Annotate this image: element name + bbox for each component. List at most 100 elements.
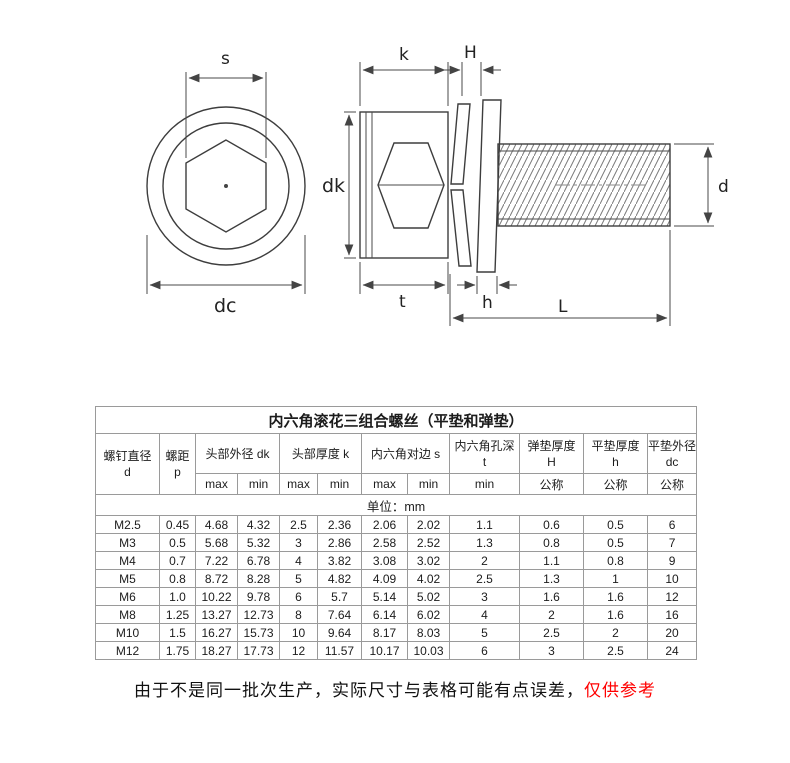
table-cell: 2.86 xyxy=(317,533,362,552)
table-cell: 15.73 xyxy=(237,623,280,642)
table-cell: 4.09 xyxy=(361,569,408,588)
table-cell: 2.36 xyxy=(317,515,362,534)
table-cell: 1.1 xyxy=(449,515,520,534)
dim-label-dk: dk xyxy=(322,175,345,197)
spec-table: 内六角滚花三组合螺丝（平垫和弹垫） 螺钉直径 d 螺距 p 头部外径 dk 头部… xyxy=(94,406,698,660)
table-cell: 11.57 xyxy=(317,641,362,660)
subheader-min: min xyxy=(237,473,280,495)
table-cell: 16.27 xyxy=(195,623,238,642)
footer-note: 由于不是同一批次生产，实际尺寸与表格可能有点误差，仅供参考 xyxy=(0,676,790,701)
table-cell: 10 xyxy=(279,623,318,642)
table-cell: 2.5 xyxy=(583,641,648,660)
table-cell: 2.52 xyxy=(407,533,450,552)
screw-head xyxy=(359,111,449,259)
table-cell: 9.64 xyxy=(317,623,362,642)
header-line: dc xyxy=(665,454,679,469)
table-cell: 2.5 xyxy=(449,569,520,588)
table-cell: 10 xyxy=(646,569,698,588)
table-cell: 16 xyxy=(646,605,698,624)
table-cell: 1.5 xyxy=(159,623,196,642)
table-cell: 5.14 xyxy=(361,587,408,606)
table-cell: 5.32 xyxy=(237,533,280,552)
table-cell: 3 xyxy=(279,533,318,552)
dim-label-h: h xyxy=(482,293,493,313)
table-cell: M3 xyxy=(95,533,160,552)
table-cell: 2.5 xyxy=(519,623,584,642)
table-cell: 5.02 xyxy=(407,587,450,606)
table-cell: 12 xyxy=(279,641,318,660)
table-cell: 5.68 xyxy=(195,533,238,552)
header-line: p xyxy=(174,465,181,479)
col-header-diameter: 螺钉直径 d xyxy=(95,433,160,495)
table-cell: 1.3 xyxy=(519,569,584,588)
table-cell: 10.17 xyxy=(361,641,408,660)
dim-label-s: s xyxy=(221,49,230,69)
table-cell: 1.6 xyxy=(583,605,648,624)
col-header-hex-depth: 内六角孔深 t xyxy=(449,433,520,474)
table-cell: 13.27 xyxy=(195,605,238,624)
table-cell: 4.82 xyxy=(317,569,362,588)
table-cell: 4.02 xyxy=(407,569,450,588)
table-cell: 0.8 xyxy=(159,569,196,588)
table-cell: 7 xyxy=(646,533,698,552)
table-cell: 3.82 xyxy=(317,551,362,570)
table-cell: 6.14 xyxy=(361,605,408,624)
header-line: 平垫外径 xyxy=(648,438,697,453)
table-cell: 24 xyxy=(646,641,698,660)
table-cell: 10.22 xyxy=(195,587,238,606)
table-cell: 3 xyxy=(519,641,584,660)
table-title: 内六角滚花三组合螺丝（平垫和弹垫） xyxy=(94,406,698,434)
table-cell: 8 xyxy=(279,605,318,624)
table-cell: 17.73 xyxy=(237,641,280,660)
table-cell: 8.72 xyxy=(195,569,238,588)
table-cell: 6 xyxy=(449,641,520,660)
table-cell: 6 xyxy=(646,515,698,534)
table-cell: 4.68 xyxy=(195,515,238,534)
table-cell: 1.3 xyxy=(449,533,520,552)
table-cell: 2 xyxy=(583,623,648,642)
table-cell: M6 xyxy=(95,587,160,606)
table-cell: M12 xyxy=(95,641,160,660)
col-header-flat-thickness: 平垫厚度 h xyxy=(583,433,648,474)
screw-technical-drawing: s dc xyxy=(146,43,729,326)
unit-label: 单位：mm xyxy=(94,494,698,516)
table-cell: 3 xyxy=(449,587,520,606)
subheader-max: max xyxy=(361,473,408,495)
table-cell: 7.64 xyxy=(317,605,362,624)
table-cell: 6 xyxy=(279,587,318,606)
table-cell: 8.28 xyxy=(237,569,280,588)
table-cell: 10.03 xyxy=(407,641,450,660)
subheader-min: min xyxy=(317,473,362,495)
header-line: 内六角孔深 xyxy=(454,438,515,453)
dim-label-d: d xyxy=(718,177,729,197)
table-cell: 0.5 xyxy=(583,515,648,534)
unit-row: 单位：mm xyxy=(94,494,698,516)
table-cell: M8 xyxy=(95,605,160,624)
subheader-nominal: 公称 xyxy=(583,473,648,495)
table-cell: 20 xyxy=(646,623,698,642)
table-cell: M10 xyxy=(95,623,160,642)
dim-label-L: L xyxy=(558,297,568,317)
header-line: 螺距 xyxy=(165,449,190,463)
table-cell: 1.25 xyxy=(159,605,196,624)
dim-label-H: H xyxy=(464,43,477,63)
table-cell: 5.7 xyxy=(317,587,362,606)
table-cell: 0.8 xyxy=(583,551,648,570)
table-cell: 2.5 xyxy=(279,515,318,534)
dim-label-k: k xyxy=(399,45,409,65)
subheader-max: max xyxy=(195,473,238,495)
table-cell: 4 xyxy=(279,551,318,570)
table-cell: 5 xyxy=(279,569,318,588)
table-header-row: 螺钉直径 d 螺距 p 头部外径 dk 头部厚度 k 内六角对边 s 内六角孔深… xyxy=(95,433,698,495)
footer-note-black: 由于不是同一批次生产，实际尺寸与表格可能有点误差， xyxy=(134,681,584,700)
table-cell: 2 xyxy=(449,551,520,570)
table-cell: 5 xyxy=(449,623,520,642)
subheader-min: min xyxy=(449,473,520,495)
